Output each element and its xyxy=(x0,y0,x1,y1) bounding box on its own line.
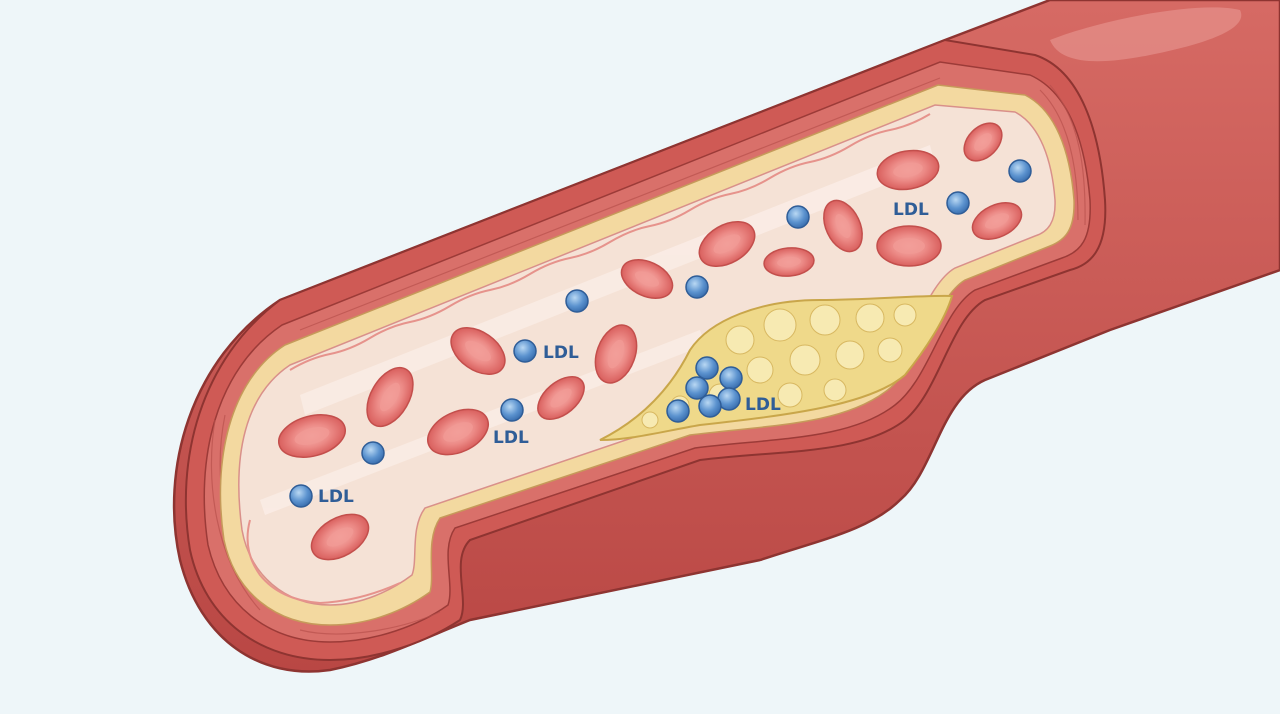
ldl-particle xyxy=(1008,159,1032,183)
ldl-label: LDL xyxy=(493,428,529,448)
red-blood-cell xyxy=(698,220,756,268)
red-blood-cell xyxy=(537,376,585,420)
ldl-label: LDL xyxy=(543,343,579,363)
ldl-label: LDL xyxy=(318,487,354,507)
ldl-particle xyxy=(500,398,524,422)
ldl-particle xyxy=(946,191,970,215)
red-blood-cell xyxy=(278,414,346,458)
ldl-particle xyxy=(786,205,810,229)
red-blood-cells xyxy=(278,122,1023,561)
red-blood-cell xyxy=(763,247,815,277)
red-blood-cell xyxy=(310,513,370,561)
ldl-particle xyxy=(513,339,537,363)
ldl-particle xyxy=(685,275,709,299)
ldl-particle xyxy=(685,376,709,400)
red-blood-cell xyxy=(823,199,863,253)
ldl-labels: LDL LDL LDL LDL LDL xyxy=(318,200,929,507)
endothelium-lining xyxy=(246,113,931,605)
red-blood-cell xyxy=(427,408,489,456)
ldl-particle xyxy=(361,441,385,465)
ldl-label: LDL xyxy=(745,395,781,415)
red-blood-cell xyxy=(971,202,1023,240)
ldl-particle xyxy=(698,394,722,418)
ldl-particles xyxy=(289,159,1032,508)
red-blood-cell xyxy=(620,259,674,299)
red-blood-cell xyxy=(876,149,940,191)
ldl-particle xyxy=(565,289,589,313)
ldl-particle xyxy=(719,366,743,390)
ldl-particle xyxy=(695,356,719,380)
red-blood-cell xyxy=(366,366,414,428)
red-blood-cell xyxy=(963,122,1003,162)
red-blood-cell xyxy=(450,327,506,375)
red-blood-cell xyxy=(594,324,638,384)
red-blood-cell xyxy=(876,225,942,267)
ldl-particle xyxy=(289,484,313,508)
ldl-particle xyxy=(666,399,690,423)
artery-highlight xyxy=(1050,7,1242,62)
ldl-label: LDL xyxy=(893,200,929,220)
